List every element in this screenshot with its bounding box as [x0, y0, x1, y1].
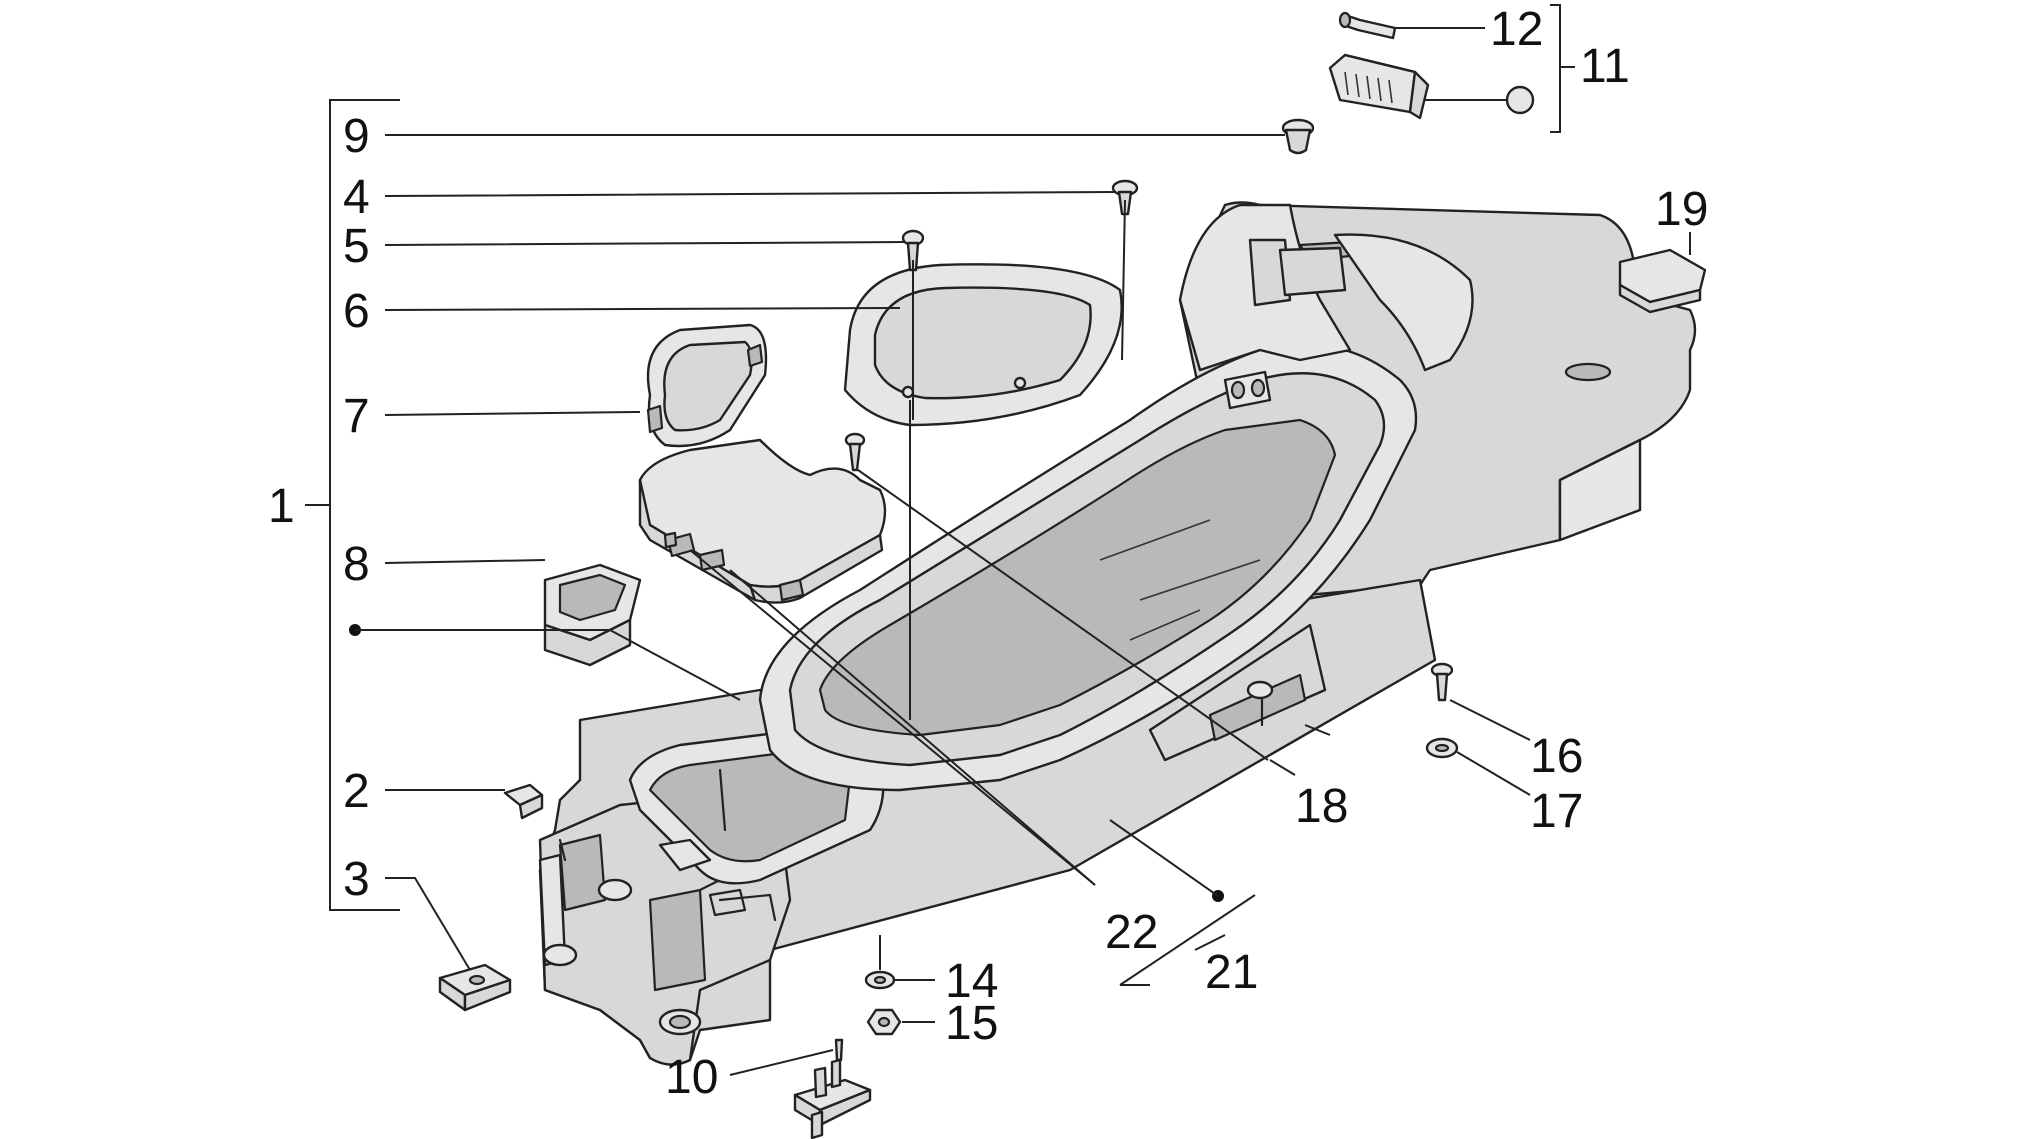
callout-8: 8	[343, 538, 370, 591]
screw-part-5	[901, 229, 925, 272]
callout-5: 5	[343, 220, 370, 273]
bracket-part-10	[793, 1038, 872, 1139]
callout-7: 7	[343, 390, 370, 443]
tray-part-8	[543, 563, 642, 667]
callout-1: 1	[268, 480, 295, 533]
callout-3: 3	[343, 853, 370, 906]
callout-14: 14	[945, 955, 998, 1008]
leader-lines	[305, 4, 1691, 1076]
callout-4: 4	[343, 171, 370, 224]
callout-21: 21	[1205, 946, 1258, 999]
clip-nut-part-2	[503, 783, 544, 820]
callout-9: 9	[343, 110, 370, 163]
bushing-part-9	[1281, 118, 1315, 155]
callout-15: 15	[945, 997, 998, 1050]
callout-12: 12	[1490, 3, 1543, 56]
washer-part-17	[1425, 737, 1459, 759]
callout-16: 16	[1530, 730, 1583, 783]
nut-part-15	[866, 1008, 902, 1036]
helmet-compartment-body	[538, 201, 1697, 1066]
cover-plate-part-6	[843, 263, 1123, 427]
callout-labels: 1 9 4 5 6 7 8 2 3 10 14 15 12 11 19 16 1…	[268, 3, 1708, 1104]
clip-part-3	[438, 963, 512, 1012]
callout-10: 10	[665, 1051, 718, 1104]
box-cover	[638, 438, 887, 604]
screw-part-16	[1430, 662, 1454, 702]
callout-22: 22	[1105, 906, 1158, 959]
callout-19: 19	[1655, 183, 1708, 236]
pin-part-12	[1338, 11, 1397, 40]
callout-17: 17	[1530, 785, 1583, 838]
latch-part-11	[1328, 53, 1535, 120]
screw-part-18	[844, 432, 866, 472]
callout-2: 2	[343, 765, 370, 818]
callout-11: 11	[1580, 40, 1630, 93]
callout-6: 6	[343, 285, 370, 338]
washer-part-14	[864, 970, 896, 990]
lid-part-7	[646, 323, 768, 448]
cap-part-19	[1618, 248, 1707, 314]
callout-18: 18	[1295, 780, 1348, 833]
